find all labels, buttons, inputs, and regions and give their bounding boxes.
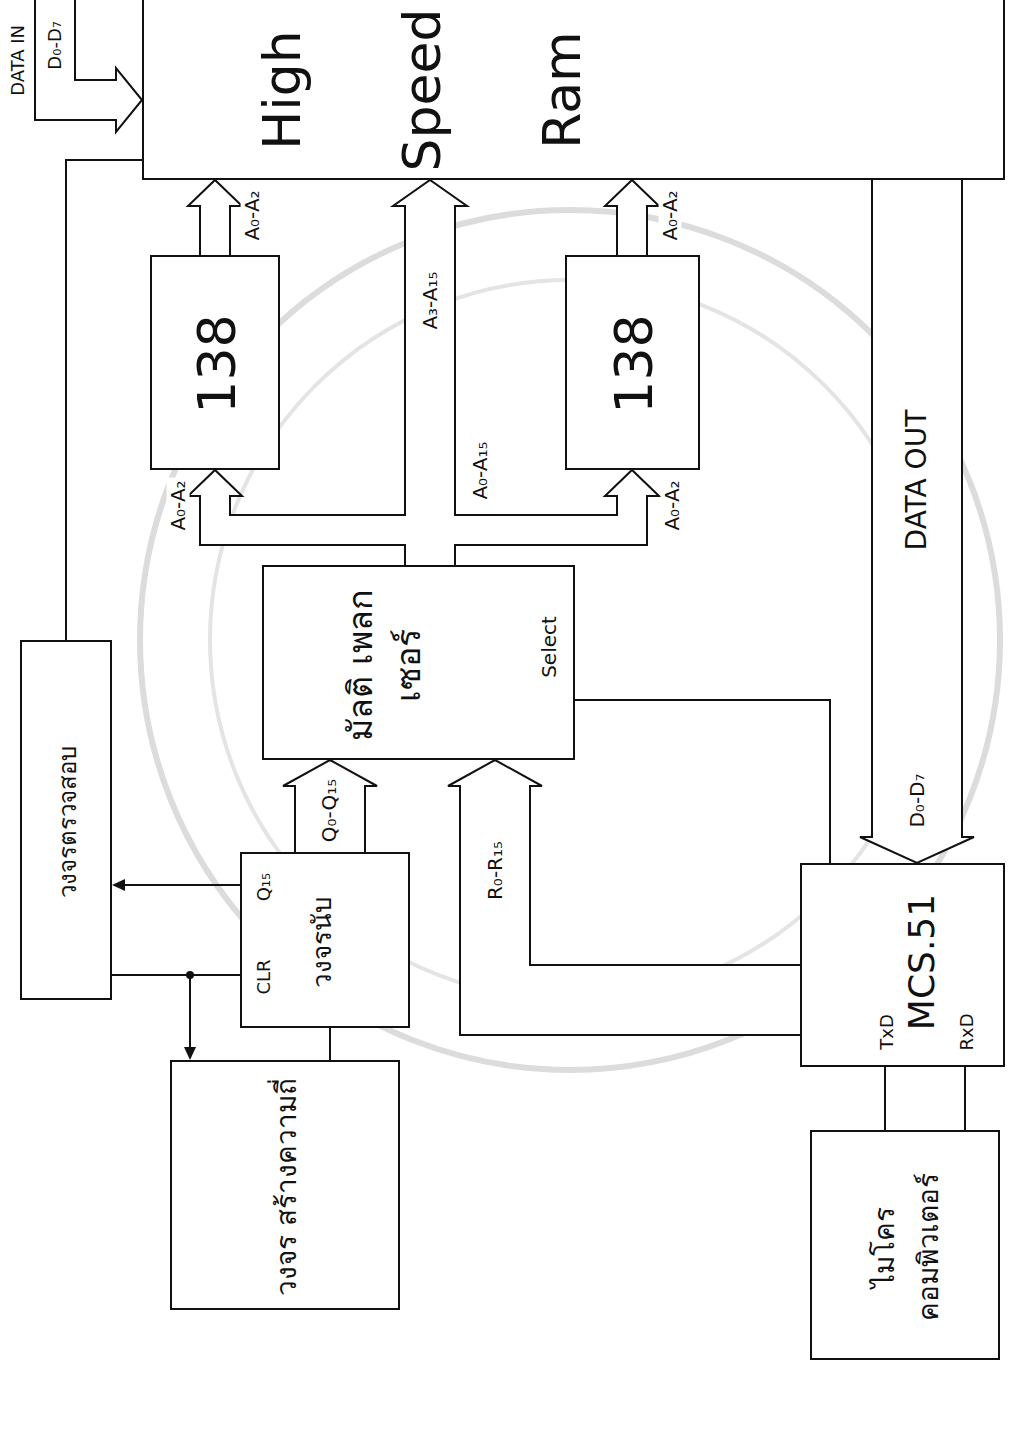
bus-connector — [616, 206, 648, 255]
ram-box: High Speed Ram — [142, 0, 1005, 180]
multiplexer-box: มัลติ เพลกเซอร์ Select — [262, 565, 575, 760]
bus-label: A₃-A₁₅ — [419, 268, 442, 332]
bus-name: D₀-D₇ — [44, 18, 65, 73]
wire-connector — [965, 1067, 966, 1130]
arrowhead-layer — [116, 68, 974, 979]
wire-line — [125, 884, 240, 886]
wire-connector — [575, 700, 830, 863]
clock-generator-box: วงจร สร้างความถี่ — [170, 1060, 400, 1310]
checker-box: วงจรตรวจสอบ — [20, 640, 112, 1000]
wire-connector — [885, 1067, 886, 1130]
node-text: ไมโคร คอมพิวเตอร์ — [863, 1142, 951, 1352]
wire-line — [329, 1028, 331, 1060]
bus-connector — [605, 470, 659, 496]
node-text: CLR — [253, 947, 275, 1007]
wire-line — [884, 1067, 886, 1130]
signal-name: DATA IN — [8, 21, 29, 98]
wire-line — [964, 1067, 966, 1130]
bus-connector — [188, 470, 242, 496]
wire-line — [112, 975, 190, 1047]
wire-connector — [66, 160, 142, 640]
node-text: วงจรตรวจสอบ — [53, 662, 83, 982]
node-text: High Speed Ram — [212, 5, 632, 175]
bus-connector — [871, 180, 963, 837]
arrowhead — [112, 879, 125, 891]
bus-label: A₀-A₂ — [241, 187, 264, 243]
bus-connector — [605, 180, 659, 206]
wire-line — [66, 160, 142, 640]
bus-connector — [495, 786, 800, 1000]
data-in-bus — [116, 68, 142, 132]
node-text: Q₁₅ — [253, 857, 275, 917]
wire-connector — [112, 975, 196, 1060]
signal-name: DATA OUT — [901, 407, 933, 554]
bus-connector — [430, 496, 632, 565]
bus-connector — [495, 786, 800, 1000]
bus-connector — [188, 180, 242, 206]
bus-label: R₀-R₁₅ — [484, 837, 507, 902]
bus-connector — [393, 180, 467, 206]
data-in-bus — [116, 68, 142, 132]
junction-dot — [186, 971, 194, 979]
node-text: TxD — [876, 1002, 898, 1062]
bus-connector — [448, 760, 542, 786]
bus-connector — [199, 206, 231, 255]
node-text: RxD — [956, 1002, 978, 1062]
mcu-box: MCS.51TxD RxD — [800, 863, 1005, 1067]
bus-label: A₀-A₂ — [167, 477, 190, 533]
bus-connector — [406, 206, 454, 565]
bus-connector — [618, 206, 646, 255]
node-text: MCS.51 — [901, 877, 943, 1047]
wire-line — [575, 700, 830, 863]
bus-connector — [201, 206, 229, 255]
bus-connector — [605, 180, 659, 206]
node-text: 138 — [603, 284, 665, 444]
bus-connector — [605, 470, 659, 496]
computer-box: ไมโคร คอมพิวเตอร์ — [810, 1130, 1000, 1360]
bus-connector — [404, 206, 456, 565]
bus-label: D₀-D₇ — [906, 770, 929, 830]
counter-box: Q₁₅ CLR วงจรนับ — [240, 852, 410, 1028]
arrowhead — [184, 1047, 196, 1060]
decoder-box: 138 — [565, 255, 700, 470]
bus-connector — [860, 837, 974, 863]
bus-connector — [860, 837, 974, 863]
wire-connector — [330, 1028, 331, 1060]
bus-connector — [448, 760, 542, 786]
node-text: วงจร สร้างความถี่ — [265, 1077, 309, 1297]
node-text: Select — [537, 602, 561, 692]
bus-name: A₀-A₁₅ — [469, 438, 492, 502]
node-text: มัลติ เพลกเซอร์ — [336, 575, 432, 755]
decoder-box: 138 — [150, 255, 280, 470]
bus-connector — [215, 496, 430, 565]
bus-label: A₀-A₂ — [661, 477, 684, 533]
bus-label: Q₀-Q₁₅ — [318, 775, 341, 845]
bus-label: A₀-A₂ — [659, 187, 682, 243]
bus-connector — [430, 496, 632, 565]
bus-connector — [215, 496, 430, 565]
bus-connector — [188, 470, 242, 496]
wire-connector — [112, 879, 240, 891]
node-text: วงจรนับ — [306, 872, 338, 1012]
bus-connector — [393, 180, 467, 206]
bus-connector — [188, 180, 242, 206]
node-text: 138 — [186, 284, 248, 444]
bus-connector — [873, 180, 961, 837]
